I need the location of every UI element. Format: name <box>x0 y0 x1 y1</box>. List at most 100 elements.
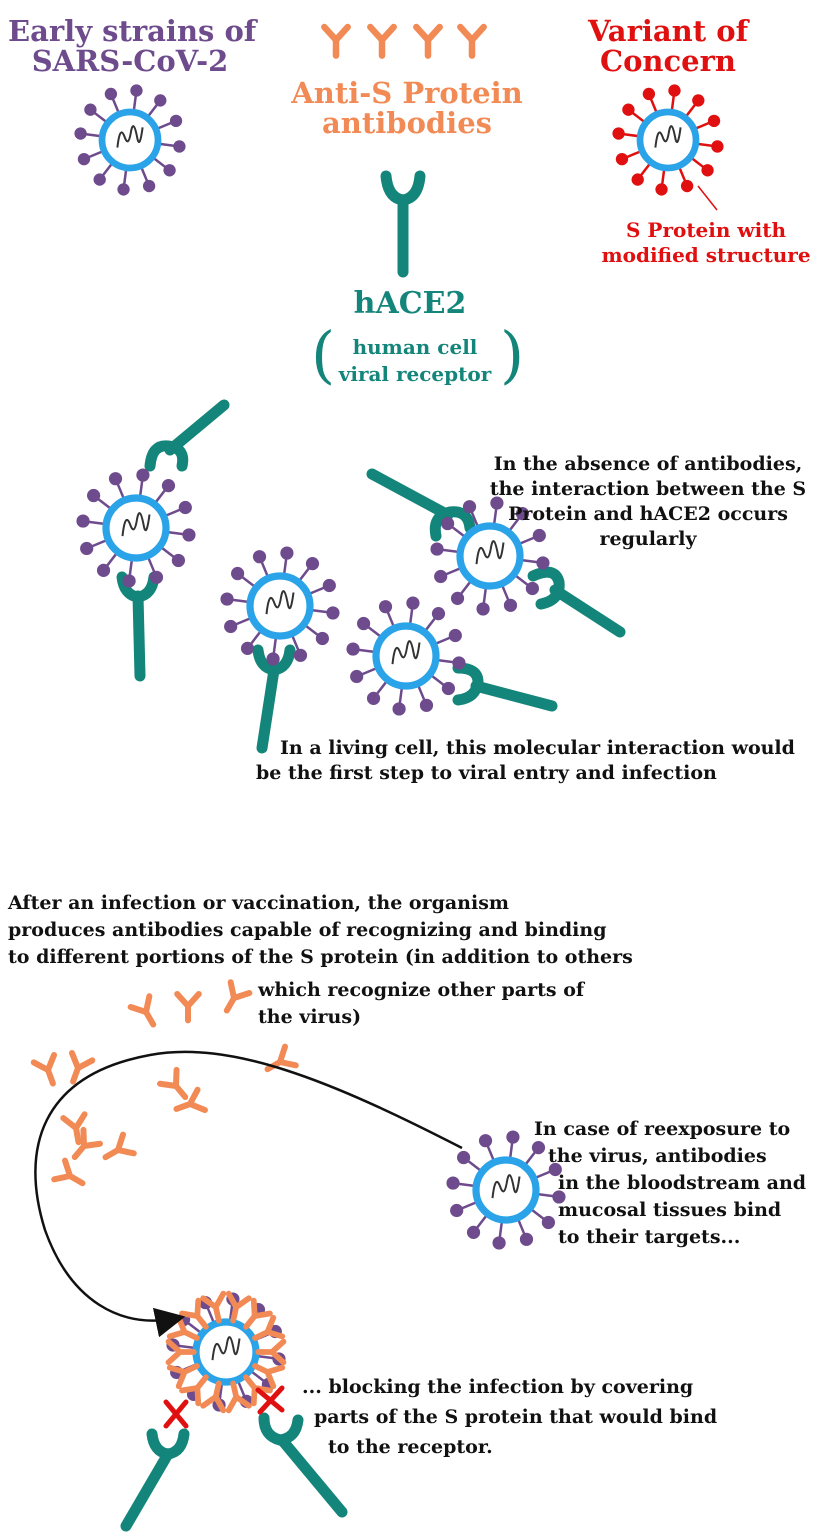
spike-protein <box>77 152 91 166</box>
spike-protein <box>80 541 94 556</box>
bound-antibody-icon <box>225 1380 252 1414</box>
spike-protein <box>266 652 280 666</box>
spike-protein <box>434 569 448 584</box>
spike-protein <box>96 563 111 577</box>
legend-early-strain-virus <box>74 84 186 196</box>
legend-antibody-icon <box>457 23 487 59</box>
virus-icon <box>430 496 550 616</box>
red-x-icon <box>163 1399 189 1429</box>
spike-protein <box>450 1203 464 1218</box>
variant-pointer-line <box>697 185 718 211</box>
bound-antibody-icon <box>252 1314 286 1341</box>
living-cell-caption: In a living cell, this molecular interac… <box>256 736 826 786</box>
spike-protein <box>240 641 255 655</box>
spike-protein <box>515 507 530 521</box>
spike-protein <box>711 140 724 153</box>
virus-icon <box>220 546 340 666</box>
absence-line-4: regularly <box>599 528 697 550</box>
receptor-icon <box>452 662 558 712</box>
spike-protein <box>231 566 245 581</box>
spike-protein <box>532 528 546 543</box>
rna-strand <box>654 125 682 148</box>
spike-protein <box>122 574 136 588</box>
spike-protein <box>541 1215 555 1230</box>
spike-protein <box>130 84 143 97</box>
paren-open: ( <box>311 318 336 391</box>
spike-protein <box>171 553 185 568</box>
early-strains-label: Early strains of SARS-CoV-2 <box>8 16 256 76</box>
spike-protein <box>173 140 186 153</box>
blocking-line-2: parts of the S protein that would bind <box>314 1406 718 1428</box>
spike-protein <box>357 616 371 631</box>
spike-protein <box>178 500 192 515</box>
spike-protein <box>655 183 668 196</box>
spike-protein <box>350 669 364 684</box>
bound-antibody-icon <box>243 1374 273 1407</box>
legend-variant-virus <box>612 84 724 196</box>
spike-protein <box>117 183 130 196</box>
spike-protein <box>448 628 462 643</box>
bound-antibody-icon <box>200 1380 227 1414</box>
spike-protein <box>441 516 455 531</box>
spike-protein <box>466 1225 481 1239</box>
virus-icon <box>76 468 196 588</box>
antibody-icon <box>223 979 253 1014</box>
spike-protein <box>322 578 336 593</box>
bound-antibody-icon <box>200 1290 227 1324</box>
after-infection-caption: After an infection or vaccination, the o… <box>8 890 688 971</box>
spike-protein <box>392 702 406 716</box>
blocking-line-1: ... blocking the infection by covering <box>302 1376 694 1398</box>
spike-protein <box>280 546 294 560</box>
spike-protein <box>707 114 721 128</box>
spike-protein <box>326 606 340 620</box>
spike-protein <box>476 602 490 616</box>
spike-protein <box>525 581 539 596</box>
after-infection-line-1: After an infection or vaccination, the o… <box>8 892 510 914</box>
after-infection-line-2: produces antibodies capable of recognizi… <box>8 919 607 941</box>
spike-protein <box>478 1134 493 1148</box>
antibodies-line-1: Anti-S Protein <box>291 76 523 110</box>
legend-antibody-icon <box>367 23 397 59</box>
spike-protein <box>531 1141 546 1155</box>
spike-protein <box>642 87 656 101</box>
spike-protein <box>701 164 714 177</box>
reexposure-line-1: In case of reexposure to <box>534 1118 791 1140</box>
spike-protein <box>136 468 150 482</box>
spike-protein <box>450 591 465 605</box>
living-cell-line-1: In a living cell, this molecular interac… <box>280 737 795 759</box>
spike-protein <box>305 557 320 571</box>
paren-close: ) <box>500 318 525 391</box>
after-infection-cont-line-1: which recognize other parts of <box>258 979 585 1001</box>
spike-protein <box>93 173 106 186</box>
spike-protein <box>430 542 444 556</box>
bound-antibody-icon <box>252 1363 286 1390</box>
modified-s-line-1: S Protein with <box>626 218 786 242</box>
rna-strand <box>491 1174 521 1199</box>
bound-antibody-icon <box>225 1290 252 1324</box>
spike-protein <box>252 550 267 564</box>
virus-icon <box>346 596 466 716</box>
spike-protein <box>492 1236 506 1250</box>
spike-protein <box>452 656 466 670</box>
spike-protein <box>366 691 381 705</box>
receptor-icon <box>252 644 296 754</box>
absence-line-3: Protein and hACE2 occurs <box>508 503 788 525</box>
spike-protein <box>419 698 434 712</box>
spike-protein <box>631 173 644 186</box>
antibody-icon <box>51 1157 86 1187</box>
living-cell-line-2: be the first step to viral entry and inf… <box>256 762 717 784</box>
receptor-icon <box>258 1412 348 1518</box>
reexposure-caption: In case of reexposure to the virus, anti… <box>528 1116 826 1251</box>
bound-antibody-icon <box>179 1374 209 1407</box>
spike-protein <box>108 472 123 486</box>
spike-protein <box>615 152 629 166</box>
spike-protein <box>536 556 550 570</box>
bound-antibody-icon <box>243 1297 273 1330</box>
receptors <box>116 170 626 1532</box>
spike-protein <box>490 496 504 510</box>
spike-protein <box>74 127 87 140</box>
modified-s-line-2: modified structure <box>601 243 811 267</box>
spike-protein <box>680 179 694 193</box>
spike-protein <box>87 488 101 503</box>
spike-protein <box>161 479 176 493</box>
